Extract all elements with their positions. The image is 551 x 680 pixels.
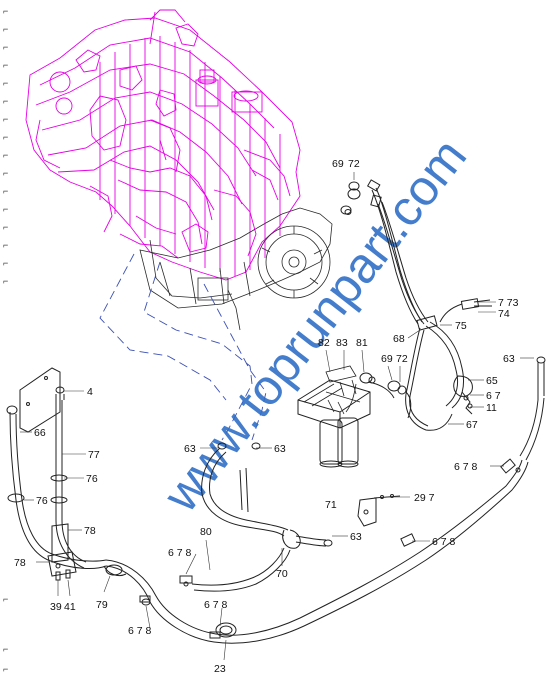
margin-mark: ⌐ [3, 78, 8, 88]
callout-6-7-8-left: 6 7 8 [128, 625, 152, 637]
callout-65: 65 [486, 375, 498, 387]
margin-marks: ⌐ ⌐ ⌐ ⌐ ⌐ ⌐ ⌐ ⌐ ⌐ ⌐ ⌐ ⌐ ⌐ ⌐ ⌐ ⌐ ⌐ ⌐ ⌐ [3, 6, 8, 674]
margin-mark: ⌐ [3, 96, 8, 106]
callout-66: 66 [34, 427, 46, 439]
margin-mark: ⌐ [3, 168, 8, 178]
callout-6-7-8-lower: 6 7 8 [204, 599, 228, 611]
callout-29-7: 29 7 [414, 492, 435, 504]
callout-63-lower: 63 [350, 531, 362, 543]
callout-79: 79 [96, 599, 108, 611]
bottom-long-hose [103, 458, 529, 644]
callout-78-a: 78 [84, 525, 96, 537]
callout-6-7-8-mid: 6 7 8 [432, 536, 456, 548]
margin-mark: ⌐ [3, 150, 8, 160]
callout-67: 67 [466, 419, 478, 431]
callout-41: 41 [64, 601, 76, 613]
callout-63-right: 63 [503, 353, 515, 365]
margin-mark: ⌐ [3, 204, 8, 214]
margin-mark: ⌐ [3, 186, 8, 196]
margin-mark: ⌐ [3, 6, 8, 16]
callout-6-7-8-right: 6 7 8 [454, 461, 478, 473]
margin-mark: ⌐ [3, 60, 8, 70]
callout-72-b: 72 [396, 353, 408, 365]
margin-mark: ⌐ [3, 24, 8, 34]
margin-mark: ⌐ [3, 222, 8, 232]
leader-lines [20, 172, 534, 661]
callout-63-center-left: 63 [184, 443, 196, 455]
fuel-filter-assembly [297, 365, 412, 468]
callout-71: 71 [325, 499, 337, 511]
callout-83: 83 [336, 337, 348, 349]
margin-mark: ⌐ [3, 594, 8, 604]
callout-81: 81 [356, 337, 368, 349]
callout-6-7-8-center: 6 7 8 [168, 547, 192, 559]
margin-mark: ⌐ [3, 42, 8, 52]
callout-78-b: 78 [14, 557, 26, 569]
callout-77: 77 [88, 449, 100, 461]
central-hoses [191, 442, 333, 592]
callout-63-center-right: 63 [274, 443, 286, 455]
callout-75: 75 [455, 320, 467, 332]
callout-23: 23 [214, 663, 226, 675]
callout-4: 4 [87, 386, 93, 398]
callout-70: 70 [276, 568, 288, 580]
callout-68: 68 [393, 333, 405, 345]
margin-mark: ⌐ [3, 258, 8, 268]
callout-69-b: 69 [381, 353, 393, 365]
margin-mark: ⌐ [3, 644, 8, 654]
engine-drawing [25, 9, 333, 331]
margin-mark: ⌐ [3, 114, 8, 124]
callout-6-7: 6 7 [486, 390, 501, 402]
callout-76-a: 76 [86, 473, 98, 485]
margin-mark: ⌐ [3, 132, 8, 142]
callout-74: 74 [498, 308, 510, 320]
left-bracket-assembly [6, 367, 107, 581]
callout-7-73: 7 73 [498, 297, 519, 309]
callout-39: 39 [50, 601, 62, 613]
callout-11: 11 [486, 402, 497, 414]
callout-82: 82 [318, 337, 330, 349]
callout-76-b: 76 [36, 495, 48, 507]
margin-mark: ⌐ [3, 664, 8, 674]
callout-72: 72 [348, 158, 360, 170]
callout-labels: 69 72 7 73 74 75 68 82 83 81 69 72 63 65… [14, 158, 519, 675]
callout-80: 80 [200, 526, 212, 538]
margin-mark: ⌐ [3, 240, 8, 250]
callout-69: 69 [332, 158, 344, 170]
bracket-71 [357, 494, 401, 527]
margin-mark: ⌐ [3, 276, 8, 286]
upper-right-hoses [340, 179, 546, 461]
engine-connector-dashes [99, 253, 267, 441]
